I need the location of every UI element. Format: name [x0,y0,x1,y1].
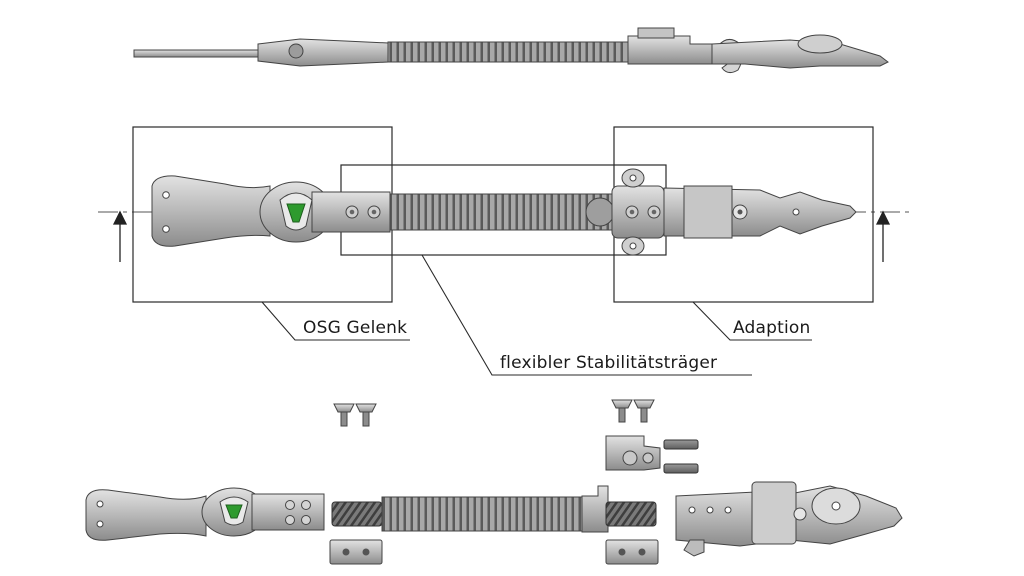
dowel-pin-1 [663,439,699,450]
adaption-exploded-latch [751,481,797,545]
paddle-hole-1 [162,191,170,199]
clamp-block-left [329,539,383,565]
leader-adaption [692,301,812,341]
label-flexibler-stabilitaetstraeger: flexibler Stabilitätsträger [500,353,718,373]
side-view-assembly [133,27,889,74]
section-arrow-right [875,210,891,262]
osg-paddle [151,175,271,247]
dowel-pin-2 [663,463,699,474]
side-view-clamp [627,35,713,65]
screw-pair-left [333,403,377,427]
osg-housing-exploded [251,493,325,531]
green-marker-icon [286,203,306,223]
side-view-clamp-top [637,27,675,39]
spring-exploded [381,496,583,532]
side-view-joint-pin [288,43,304,59]
osg-paddle-exploded [85,489,207,541]
side-view-rod [133,49,263,58]
exploded-view [85,399,903,565]
screw-pair-right [611,399,655,423]
side-view-osg-joint [257,38,389,67]
paddle-hole-2 [162,225,170,233]
label-osg-gelenk: OSG Gelenk [303,318,408,338]
spring-end-cap [585,197,615,227]
section-arrow-left [112,210,128,262]
top-view-assembly [98,126,912,303]
side-view-spring [387,41,629,63]
spring-flange [581,485,609,533]
adaption-tip-hole [792,208,800,216]
leader-osg-gelenk [261,301,410,341]
spring-carrier [389,193,615,231]
clamp-block-right [605,539,659,565]
side-view-adaption-boss [797,34,843,54]
green-marker-icon [225,504,243,519]
adaption-exploded-hook [683,539,705,557]
leader-lines [261,254,812,376]
threaded-rod-left [331,501,383,527]
label-adaption: Adaption [733,318,811,338]
threaded-rod-right [605,501,657,527]
leader-stabilitaetstraeger [421,254,752,376]
adaption-latch [683,185,733,239]
